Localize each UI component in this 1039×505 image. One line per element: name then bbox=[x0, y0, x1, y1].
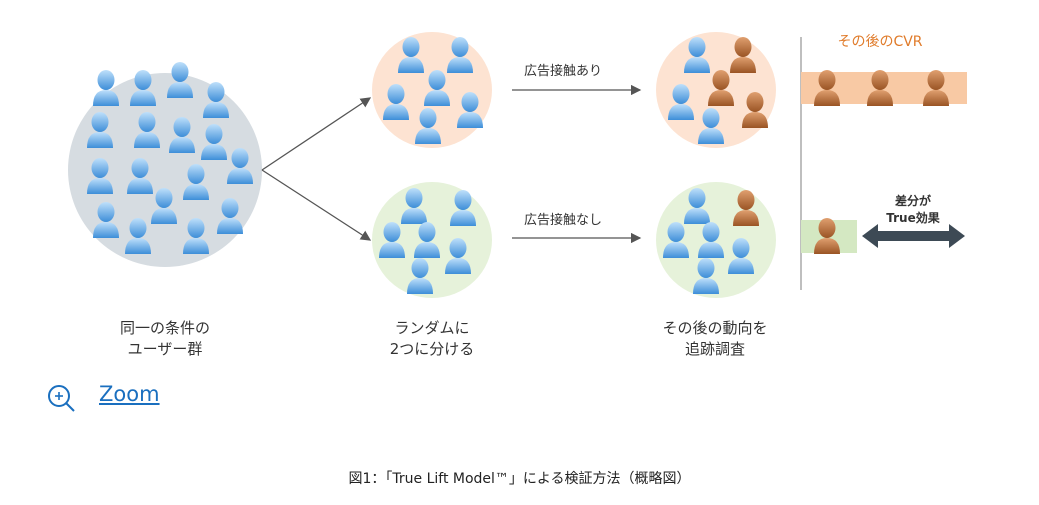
user-icon-blue bbox=[183, 164, 209, 200]
user-icon-blue bbox=[379, 222, 405, 258]
branch-label-unexposed: 広告接触なし bbox=[524, 213, 603, 228]
step3-label: その後の動向を追跡調査 bbox=[630, 318, 800, 360]
user-icon-blue bbox=[698, 222, 724, 258]
branch-label-exposed: 広告接触あり bbox=[524, 64, 603, 79]
user-icon-blue bbox=[167, 62, 193, 98]
figure-caption: 図1：「True Lift Model™」による検証方法（概略図） bbox=[348, 471, 691, 487]
user-group-circle bbox=[68, 73, 262, 267]
step2-label: ランダムに 2つに分ける bbox=[352, 318, 512, 360]
user-icon-blue bbox=[447, 37, 473, 73]
zoom-link[interactable]: Zoom bbox=[99, 382, 160, 406]
user-icon-converted bbox=[742, 92, 768, 128]
user-icon-blue bbox=[87, 112, 113, 148]
user-icon-blue bbox=[183, 218, 209, 254]
user-icon-blue bbox=[457, 92, 483, 128]
user-icon-blue bbox=[151, 188, 177, 224]
user-icon-blue bbox=[445, 238, 471, 274]
user-icon-converted bbox=[867, 70, 893, 106]
user-icon-blue bbox=[663, 222, 689, 258]
zoom-in-icon[interactable] bbox=[46, 383, 76, 413]
user-icon-blue bbox=[87, 158, 113, 194]
user-icon-blue bbox=[698, 108, 724, 144]
true-effect-label: 差分が True効果 bbox=[868, 193, 958, 227]
user-icon-blue bbox=[203, 82, 229, 118]
user-icon-blue bbox=[728, 238, 754, 274]
user-icon-converted bbox=[814, 218, 840, 254]
step1-label: 同一の条件のユーザー群 bbox=[85, 318, 245, 360]
user-icon-blue bbox=[217, 198, 243, 234]
diff-line1: 差分が bbox=[894, 194, 931, 208]
split-arrow-top bbox=[261, 97, 372, 171]
user-icon-converted bbox=[923, 70, 949, 106]
user-icon-blue bbox=[134, 112, 160, 148]
cvr-header: その後のCVR bbox=[837, 34, 923, 50]
step1-line1: 同一の条件の bbox=[119, 319, 210, 337]
user-icon-blue bbox=[401, 188, 427, 224]
user-icon-blue bbox=[424, 70, 450, 106]
user-icon-converted bbox=[814, 70, 840, 106]
double-arrow-icon bbox=[862, 224, 965, 248]
user-icon-blue bbox=[414, 222, 440, 258]
user-icon-converted bbox=[733, 190, 759, 226]
user-icon-blue bbox=[415, 108, 441, 144]
diff-line2: True効果 bbox=[886, 211, 940, 225]
user-icon-blue bbox=[398, 37, 424, 73]
user-icon-blue bbox=[693, 258, 719, 294]
user-icon-blue bbox=[227, 148, 253, 184]
step2-line2: 2つに分ける bbox=[389, 340, 475, 358]
step3-line2: 追跡調査 bbox=[684, 340, 745, 358]
user-icon-blue bbox=[450, 190, 476, 226]
user-icon-blue bbox=[383, 84, 409, 120]
user-icon-blue bbox=[93, 202, 119, 238]
user-icon-blue bbox=[684, 188, 710, 224]
step1-line2: ユーザー群 bbox=[127, 340, 203, 358]
user-icon-converted bbox=[708, 70, 734, 106]
user-icon-blue bbox=[201, 124, 227, 160]
user-icon-blue bbox=[93, 70, 119, 106]
user-icon-blue bbox=[684, 37, 710, 73]
user-icon-converted bbox=[730, 37, 756, 73]
split-arrow-bottom bbox=[261, 169, 372, 241]
user-icon-blue bbox=[668, 84, 694, 120]
user-icon-blue bbox=[125, 218, 151, 254]
user-icon-blue bbox=[127, 158, 153, 194]
step2-line1: ランダムに bbox=[394, 319, 470, 337]
user-icon-blue bbox=[130, 70, 156, 106]
step3-line1: その後の動向を bbox=[662, 319, 768, 337]
user-icon-blue bbox=[169, 117, 195, 153]
user-icon-blue bbox=[407, 258, 433, 294]
